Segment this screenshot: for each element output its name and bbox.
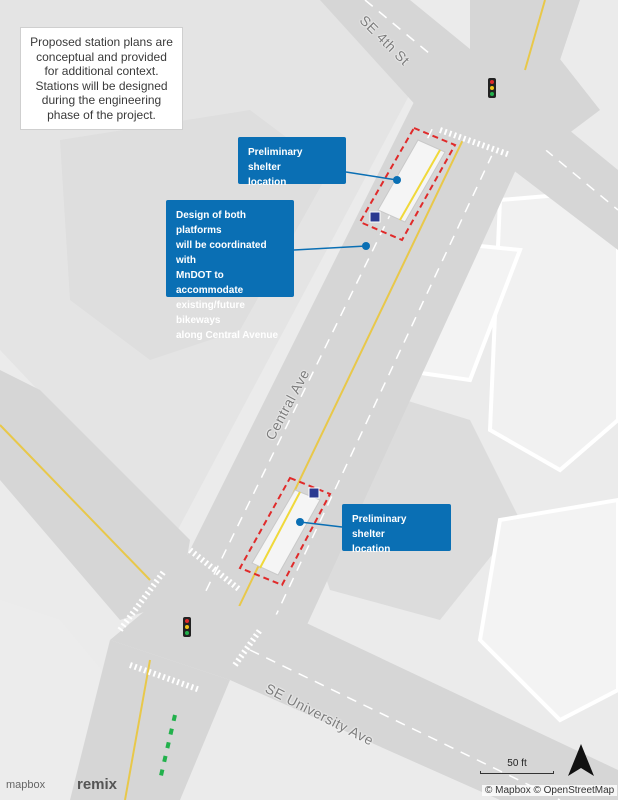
platform-north-outline [358,126,457,242]
city-block [477,497,618,723]
callout-line: along Central Avenue [176,330,279,341]
callout-line: MnDOT to accommodate [176,270,244,296]
south-street-road [70,640,230,800]
callout-line: Design of both platforms [176,210,246,236]
callout-line: location [352,544,391,555]
scale-bar: 50 ft [480,758,554,774]
callout-shelter-north: Preliminary shelter location [238,137,346,188]
map-attribution: © Mapbox © OpenStreetMap [482,785,618,796]
se-university-avenue-road [110,590,618,800]
intersection [410,40,600,170]
note-line: for additional context. [44,64,159,78]
road-north [470,0,580,90]
traffic-signal-icon [488,78,496,98]
note-line: during the engineering [41,93,162,107]
north-arrow-icon [568,744,594,776]
remix-logo: remix [77,776,118,793]
traffic-signal-icon [183,617,191,637]
note-line: conceptual and provided [36,49,167,64]
disclaimer-note: Proposed station plans are conceptual an… [20,27,183,130]
callout-line: existing/future bikeways [176,300,245,326]
scale-label: 50 ft [507,758,527,769]
bus-stop-icon [308,487,320,499]
west-street-road [0,370,190,620]
callout-shelter-south: Preliminary shelter location [342,504,451,555]
central-avenue-road [170,100,525,640]
platform-north [377,139,446,223]
callout-line: will be coordinated with [176,240,267,266]
callout-line: Preliminary shelter [352,514,407,540]
callout-platform-design: Design of both platforms will be coordin… [166,200,294,341]
mapbox-logo: mapbox [6,779,46,791]
scale-bar-line [480,771,554,774]
note-line: Stations will be designed [35,78,168,93]
callout-line: Preliminary shelter [248,147,303,173]
note-line: phase of the project. [47,107,156,122]
callout-line: location [248,177,287,188]
bus-stop-icon [369,211,381,223]
note-line: Proposed station plans are [30,35,173,49]
platform-south-outline [238,476,332,587]
